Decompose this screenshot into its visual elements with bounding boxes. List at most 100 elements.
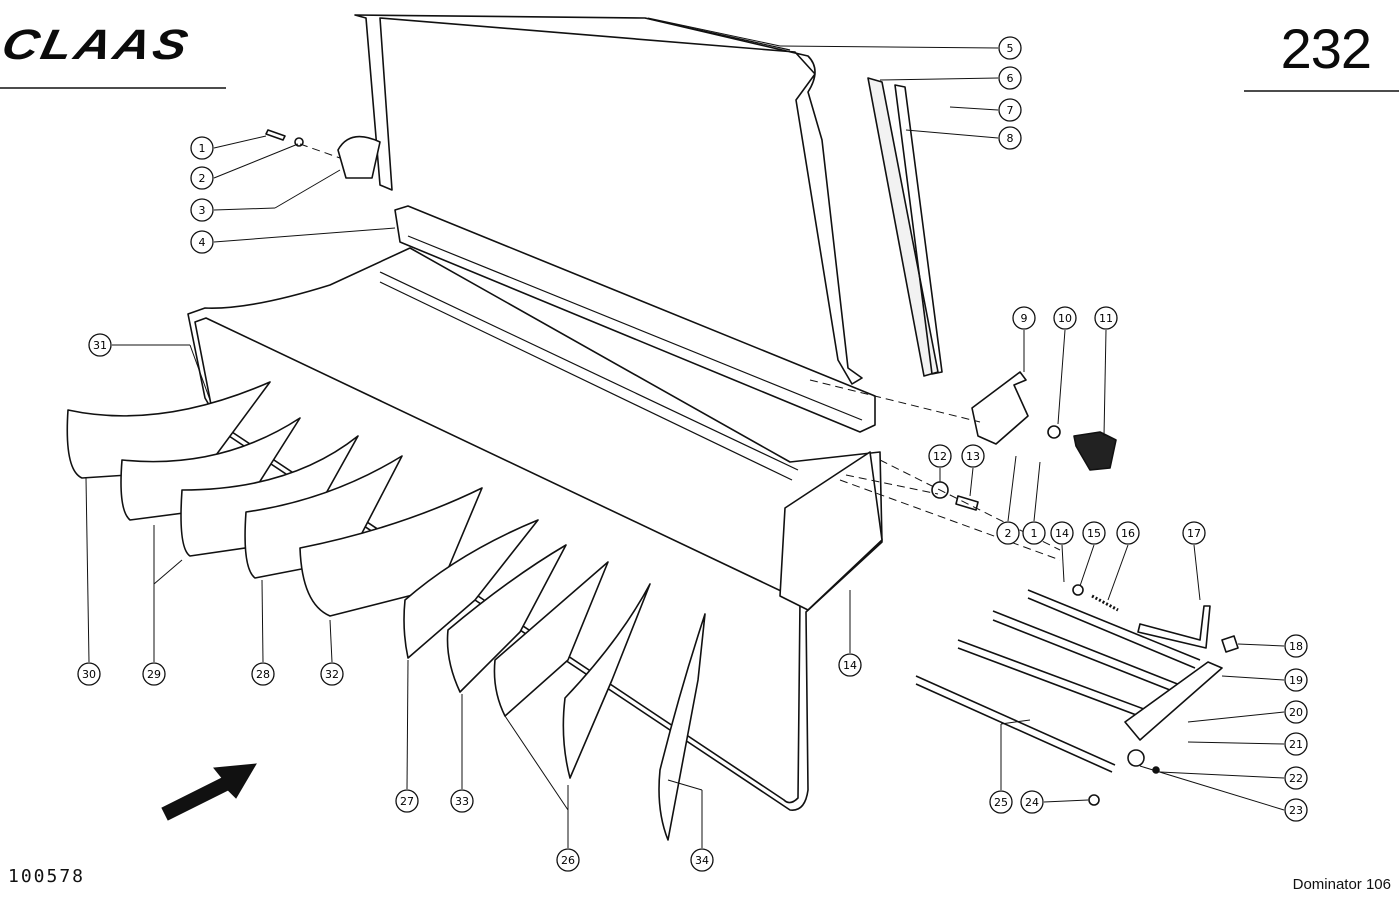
callout-label: 1: [199, 142, 206, 155]
callout-circle: [928, 444, 952, 468]
part-1-bolt: [265, 129, 286, 141]
model-name: Dominator 106: [1292, 876, 1391, 893]
callout-20: 20: [1284, 700, 1308, 724]
callout-circle: [989, 790, 1013, 814]
part-13-bolt: [955, 495, 979, 511]
part-16-spring: [1091, 594, 1119, 612]
callout-circle: [998, 36, 1022, 60]
callout-27: 27: [395, 789, 419, 813]
part-3-bracket: [337, 135, 381, 179]
part-24-screw: [1088, 794, 1100, 806]
callout-circle: [1284, 634, 1308, 658]
callout-label: 22: [1289, 772, 1303, 785]
callout-circle: [1094, 306, 1118, 330]
callout-circle: [88, 333, 112, 357]
callout-21: 21: [1284, 732, 1308, 756]
callout-3: 3: [190, 198, 214, 222]
callout-circle: [1284, 668, 1308, 692]
callout-16: 16: [1116, 521, 1140, 545]
callout-label: 33: [455, 795, 469, 808]
callout-circle: [190, 166, 214, 190]
callout-circle: [190, 198, 214, 222]
callout-circle: [1116, 521, 1140, 545]
callout-15: 15: [1082, 521, 1106, 545]
callout-9: 9: [1012, 306, 1036, 330]
page-number: 232: [1280, 17, 1372, 80]
side-plate: [779, 451, 883, 611]
part-27-blade: [403, 519, 539, 659]
callout-circle: [838, 653, 862, 677]
direction-arrow: [161, 763, 257, 821]
callout-circle: [450, 789, 474, 813]
drawing-lines: [66, 14, 1239, 841]
callout-6: 6: [998, 66, 1022, 90]
callout-circle: [190, 136, 214, 160]
callout-circle: [998, 98, 1022, 122]
callout-5: 5: [998, 36, 1022, 60]
callout-28: 28: [251, 662, 275, 686]
callout-11: 11: [1094, 306, 1118, 330]
part-11-knob: [1073, 431, 1117, 471]
callout-label: 7: [1007, 104, 1014, 117]
callout-circle: [1284, 766, 1308, 790]
callout-circle: [1284, 700, 1308, 724]
part-19-crossbar: [1124, 661, 1223, 741]
callout-33: 33: [450, 789, 474, 813]
callout-14: 14: [838, 653, 862, 677]
callout-7: 7: [998, 98, 1022, 122]
callout-1: 1: [190, 136, 214, 160]
callout-label: 10: [1058, 312, 1072, 325]
callout-circle: [556, 848, 580, 872]
part-31-housing: [187, 247, 883, 811]
callout-label: 5: [1007, 42, 1014, 55]
callout-label: 2: [1005, 527, 1012, 540]
part-2-washer: [294, 137, 304, 147]
callout-label: 8: [1007, 132, 1014, 145]
callout-label: 4: [199, 236, 206, 249]
callout-label: 3: [199, 204, 206, 217]
callout-22: 22: [1284, 766, 1308, 790]
callout-label: 11: [1099, 312, 1113, 325]
callout-29: 29: [142, 662, 166, 686]
part-6-strip: [867, 77, 939, 377]
callout-circle: [1284, 732, 1308, 756]
callout-label: 25: [994, 796, 1008, 809]
part-28-fin: [180, 435, 359, 557]
callout-label: 24: [1025, 796, 1039, 809]
callout-label: 28: [256, 668, 270, 681]
part-34-blade: [658, 613, 706, 841]
callout-label: 34: [695, 854, 709, 867]
callout-24: 24: [1020, 790, 1044, 814]
callout-circle: [1284, 798, 1308, 822]
callout-label: 12: [933, 450, 947, 463]
part-25-straps: [915, 589, 1201, 773]
callout-label: 17: [1187, 527, 1201, 540]
callout-label: 19: [1289, 674, 1303, 687]
callout-label: 26: [561, 854, 575, 867]
callout-circle: [1182, 521, 1206, 545]
callout-label: 21: [1289, 738, 1303, 751]
part-15-washer: [1072, 584, 1084, 596]
callout-label: 16: [1121, 527, 1135, 540]
callout-8: 8: [998, 126, 1022, 150]
callout-23: 23: [1284, 798, 1308, 822]
callout-2: 2: [190, 166, 214, 190]
callout-circle: [1082, 521, 1106, 545]
callout-10: 10: [1053, 306, 1077, 330]
callout-circle: [1012, 306, 1036, 330]
callout-circle: [1022, 521, 1046, 545]
callout-circle: [1020, 790, 1044, 814]
part-23-nut: [1127, 749, 1145, 767]
callout-31: 31: [88, 333, 112, 357]
callout-17: 17: [1182, 521, 1206, 545]
callout-1: 1: [1022, 521, 1046, 545]
callout-circle: [998, 66, 1022, 90]
part-5-flap: [354, 14, 863, 385]
part-17-rod: [1137, 605, 1211, 649]
callout-circle: [1053, 306, 1077, 330]
part-26-blade-a: [493, 561, 609, 717]
callout-label: 23: [1289, 804, 1303, 817]
